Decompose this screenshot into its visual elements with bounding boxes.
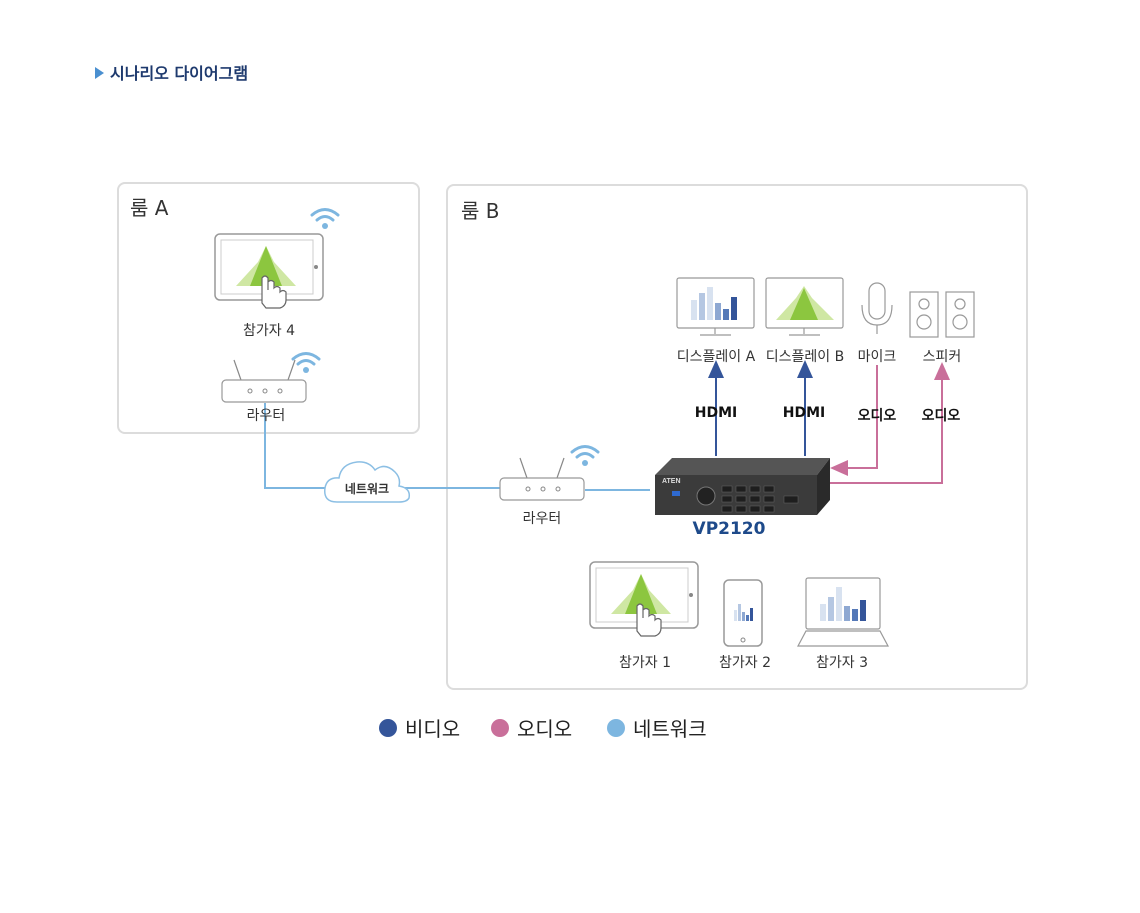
participant-4-label: 참가자 4 [243, 323, 295, 339]
vp-brand-logo: ATEN [662, 478, 681, 485]
network-cloud-label: 네트워크 [344, 482, 390, 496]
legend-network: 네트워크 [607, 713, 707, 742]
legend-network-swatch [607, 718, 625, 737]
speaker-icon [909, 291, 975, 338]
display-b-label: 디스플레이 B [765, 349, 845, 365]
audio-links [830, 362, 950, 484]
legend-network-label: 네트워크 [633, 717, 707, 741]
participant-4-tablet-icon [214, 233, 324, 309]
network-cloud-icon [324, 461, 411, 503]
video-links [708, 360, 813, 456]
participant-1-label: 참가자 1 [619, 655, 671, 671]
router-a-label: 라우터 [246, 408, 286, 424]
router-b-icon [499, 457, 585, 501]
router-b-label: 라우터 [522, 511, 562, 527]
hdmi-a-label: HDMI [694, 405, 738, 421]
participant-2-label: 참가자 2 [719, 655, 771, 671]
router-a-icon [221, 359, 307, 403]
speaker-label: 스피커 [922, 349, 962, 365]
wifi-icon [291, 352, 321, 373]
wifi-icon [570, 445, 600, 466]
mic-label: 마이크 [857, 349, 897, 365]
title-text: 시나리오 다이어그램 [110, 64, 249, 83]
microphone-icon [861, 282, 893, 334]
legend-audio: 오디오 [491, 713, 572, 742]
network-links [264, 403, 650, 491]
vp2120-label: VP2120 [692, 519, 766, 539]
display-a-label: 디스플레이 A [676, 349, 756, 365]
display-b-monitor-icon [765, 277, 844, 336]
triangle-bullet-icon [95, 67, 104, 79]
vp2120-device-icon: ATEN [655, 458, 830, 515]
participant-3-label: 참가자 3 [816, 655, 868, 671]
audio-speaker-label: 오디오 [921, 408, 961, 424]
room-a-label: 룸 A [130, 196, 169, 220]
legend-video-label: 비디오 [405, 717, 461, 741]
legend-audio-label: 오디오 [517, 717, 573, 741]
legend-video-swatch [379, 718, 397, 737]
legend-audio-swatch [491, 718, 509, 737]
wifi-icon [310, 208, 340, 229]
audio-mic-label: 오디오 [857, 408, 897, 424]
legend-video: 비디오 [379, 713, 460, 742]
participant-2-phone-icon [723, 579, 763, 647]
diagram-title: 시나리오 다이어그램 [95, 60, 248, 84]
hdmi-b-label: HDMI [782, 405, 826, 421]
participant-3-laptop-icon [797, 577, 889, 647]
participant-1-tablet-icon [589, 561, 699, 637]
display-a-monitor-icon [676, 277, 755, 336]
room-b-label: 룸 B [461, 199, 500, 223]
